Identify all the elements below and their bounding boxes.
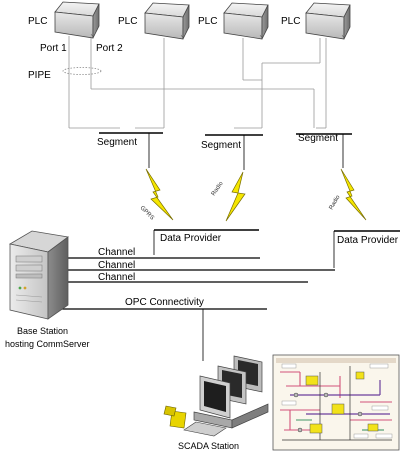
pipe-ellipse <box>62 67 102 75</box>
segment-label-3: Segment <box>298 133 338 144</box>
plc-4 <box>305 2 351 40</box>
port-1-label: Port 1 <box>40 43 67 54</box>
data-provider-label-2: Data Provider <box>337 235 399 246</box>
port-2-label: Port 2 <box>96 43 123 54</box>
plc-label-3: PLC <box>198 16 217 27</box>
plc-3 <box>223 2 269 40</box>
radio-bolt-1 <box>225 171 246 222</box>
gprs-label: GPRS <box>139 205 155 221</box>
plc-label-2: PLC <box>118 16 137 27</box>
server-icon <box>8 230 69 320</box>
segment-3 <box>296 133 352 168</box>
plc-2 <box>144 2 190 40</box>
scada-screen-thumbnail <box>272 354 400 451</box>
base-station-label-2: hosting CommServer <box>5 339 90 349</box>
gprs-bolt <box>145 168 174 221</box>
segment-1 <box>99 132 163 168</box>
scada-label: SCADA Station <box>178 441 239 451</box>
opc-label: OPC Connectivity <box>125 297 204 308</box>
data-provider-label-1: Data Provider <box>160 233 222 244</box>
channels <box>55 257 335 283</box>
opc-bus <box>55 308 267 361</box>
scada-workstation-icon <box>163 355 269 437</box>
radio-label-1: Radio <box>211 180 225 197</box>
channel-label-3: Channel <box>98 272 135 283</box>
radio-label-2: Radio <box>329 194 342 211</box>
data-provider-1 <box>153 229 259 255</box>
pipe-label: PIPE <box>28 70 51 81</box>
channel-label-1: Channel <box>98 247 135 258</box>
data-provider-2 <box>333 230 400 268</box>
channel-label-2: Channel <box>98 260 135 271</box>
segment-label-1: Segment <box>97 137 137 148</box>
segment-label-2: Segment <box>201 140 241 151</box>
plc-label-1: PLC <box>28 16 47 27</box>
base-station-label-1: Base Station <box>17 326 68 336</box>
radio-bolt-2 <box>340 168 367 221</box>
plc-1 <box>54 1 100 39</box>
pipe-wiring <box>68 36 327 129</box>
segment-2 <box>205 134 263 170</box>
plc-label-4: PLC <box>281 16 300 27</box>
